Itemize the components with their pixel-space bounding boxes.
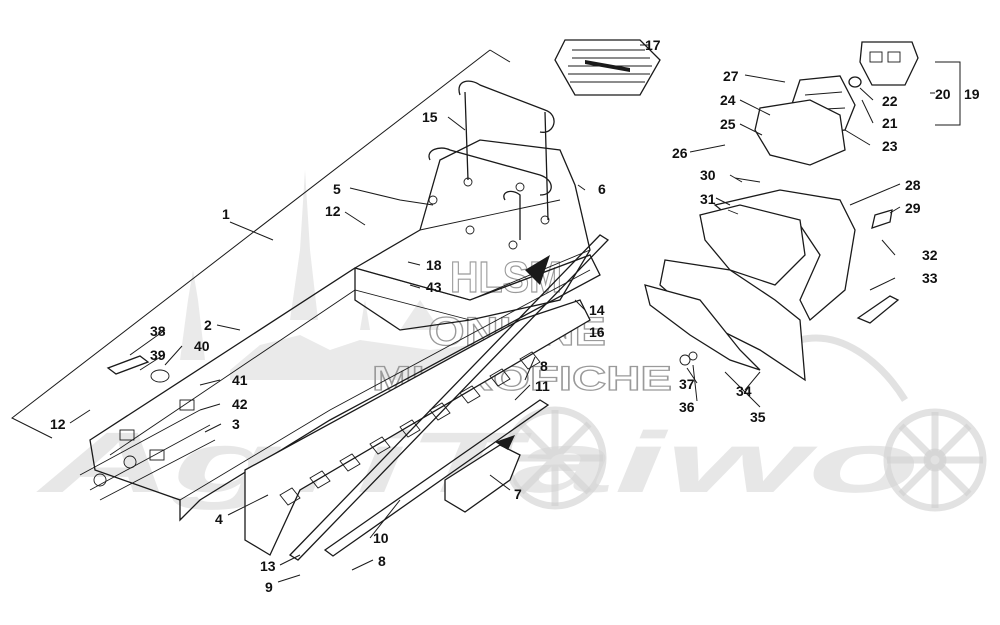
callout-22: 22: [882, 93, 898, 109]
callout-17: 17: [645, 37, 661, 53]
running-board: [244, 299, 591, 556]
callout-6: 6: [598, 181, 606, 197]
watermark-cathedral-skyline: [180, 170, 470, 380]
callout-12-upper: 12: [325, 203, 341, 219]
callout-33: 33: [922, 270, 938, 286]
callout-37: 37: [679, 376, 695, 392]
side-rail-inner: [288, 234, 610, 561]
taillight-housing-20: [859, 41, 919, 86]
decal-17: [554, 39, 661, 96]
callout-43: 43: [426, 279, 442, 295]
callout-25: 25: [720, 116, 736, 132]
group-bracket-1: [11, 49, 511, 439]
callout-15: 15: [422, 109, 438, 125]
callout-labels: 1 2 3 4 5 6 7 8 8 9 10 11 12 12 13 14 15…: [50, 37, 980, 595]
marker-16: [525, 255, 550, 285]
reflector-29: [871, 209, 893, 229]
side-rail-outer: [323, 399, 550, 557]
callout-9: 9: [265, 579, 273, 595]
flap-35: [644, 284, 761, 371]
callout-38: 38: [150, 323, 166, 339]
callout-2: 2: [204, 317, 212, 333]
running-board-cutouts: [279, 351, 541, 506]
watermark-motorcycle: [503, 334, 987, 512]
callout-4: 4: [215, 511, 223, 527]
callout-28: 28: [905, 177, 921, 193]
callout-40: 40: [194, 338, 210, 354]
callout-36: 36: [679, 399, 695, 415]
bulb-socket-22: [848, 76, 862, 88]
callout-21: 21: [882, 115, 898, 131]
callout-39: 39: [150, 347, 166, 363]
wiring-harness: [79, 399, 216, 501]
nut-37: [679, 354, 691, 366]
washer-36: [688, 351, 698, 361]
bumper-shell-31: [699, 204, 806, 286]
reflector-39: [106, 355, 150, 375]
callout-12-left: 12: [50, 416, 66, 432]
callout-27: 27: [723, 68, 739, 84]
callout-32: 32: [922, 247, 938, 263]
callout-35: 35: [750, 409, 766, 425]
callout-5: 5: [333, 181, 341, 197]
callout-8-upper: 8: [540, 358, 548, 374]
callout-26: 26: [672, 145, 688, 161]
clamp-40: [150, 369, 170, 383]
callout-13: 13: [260, 558, 276, 574]
callout-42: 42: [232, 396, 248, 412]
callout-19: 19: [964, 86, 980, 102]
callout-8-lower: 8: [378, 553, 386, 569]
reflector-33: [856, 295, 900, 324]
callout-23: 23: [882, 138, 898, 154]
tunnel-side-panel: [89, 254, 601, 522]
callout-1: 1: [222, 206, 230, 222]
callout-41: 41: [232, 372, 248, 388]
callout-16: 16: [589, 324, 605, 340]
callout-10: 10: [373, 530, 389, 546]
deck-mount-holes: [428, 177, 550, 250]
callout-29: 29: [905, 200, 921, 216]
rear-grab-handle: [428, 80, 555, 240]
callout-14: 14: [589, 302, 605, 318]
callout-30: 30: [700, 167, 716, 183]
seat-cowl-24: [754, 99, 846, 166]
callout-3: 3: [232, 416, 240, 432]
callout-24: 24: [720, 92, 736, 108]
callout-34: 34: [736, 383, 752, 399]
callout-7: 7: [514, 486, 522, 502]
leader-lines: [69, 44, 935, 583]
flap-marker-arrow: [495, 435, 515, 450]
callout-31: 31: [700, 191, 716, 207]
tunnel-upper-deck: [354, 139, 591, 331]
callout-20: 20: [935, 86, 951, 102]
tunnel-assembly: [79, 80, 610, 561]
rear-bumper-assembly: [644, 99, 900, 382]
callout-18: 18: [426, 257, 442, 273]
callout-11: 11: [535, 378, 550, 394]
group-bracket-19: [935, 61, 961, 126]
